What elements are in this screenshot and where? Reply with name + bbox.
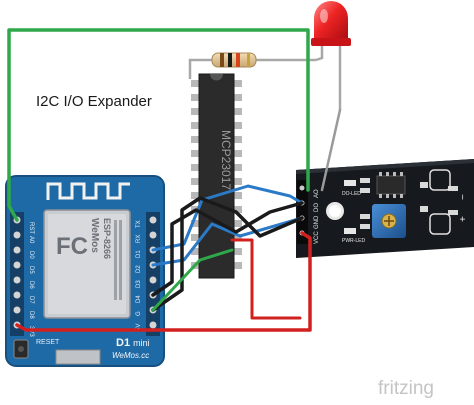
chip-pin-left — [191, 220, 199, 227]
mcp23017-chip: MCP23017 — [191, 73, 242, 279]
wire-red-chip — [230, 238, 302, 320]
wire-green-gnd — [151, 248, 234, 312]
chip-pin-left — [191, 122, 199, 129]
board-vendor: WeMos.cc — [112, 351, 149, 360]
chip-pin-right — [234, 220, 242, 227]
pin-label-d5: D5 — [28, 266, 34, 274]
wire-grey-led — [320, 108, 342, 192]
chip-pin-right — [234, 192, 242, 199]
wires — [7, 28, 342, 332]
right-pin-header — [146, 212, 160, 336]
pin-label-d1: D1 — [136, 250, 142, 258]
wire-green-led — [7, 28, 310, 222]
chip-pin-right — [234, 234, 242, 241]
edge-connector-bottom — [429, 213, 451, 235]
pwr-led-label: PWR-LED — [342, 238, 365, 244]
do-led-indicator — [344, 180, 356, 186]
pin-label-d7: D7 — [28, 296, 34, 304]
chip-pin-right — [234, 178, 242, 185]
chip-pin-left — [191, 192, 199, 199]
pin-label-d6: D6 — [28, 281, 34, 289]
sensor-pin-vcc: VCC — [314, 231, 320, 244]
sensor-pin-header — [297, 180, 308, 244]
module-model: ESP-8266 — [102, 218, 112, 259]
left-pin-header — [10, 212, 24, 336]
pin-label-rst: RST — [28, 222, 34, 234]
chip-pin-right — [234, 150, 242, 157]
pin-label-a0: A0 — [28, 236, 34, 244]
chip-pin-right — [234, 164, 242, 171]
chip-pin-right — [234, 94, 242, 101]
wire-black-1 — [151, 196, 304, 312]
pin-label-g: G — [136, 311, 142, 316]
pin-label-rx: RX — [136, 235, 142, 243]
sensor-pin-ao: AO — [314, 189, 320, 198]
pwr-led-indicator — [344, 228, 356, 234]
chip-pin-right — [234, 206, 242, 213]
pin-label-tx: TX — [136, 220, 142, 228]
smd-components — [360, 178, 458, 229]
fritzing-watermark: fritzing — [378, 378, 434, 399]
chip-pin-left — [191, 178, 199, 185]
reset-label: RESET — [36, 339, 60, 346]
chip-pin-right — [234, 80, 242, 87]
sensor-module: AO DO GND VCC DO-LED PWR-LED — [296, 159, 474, 258]
pin-label-d8: D8 — [28, 311, 34, 319]
pin-label-d4: D4 — [136, 295, 142, 303]
pin-label-d3: D3 — [136, 280, 142, 288]
chip-pin-right — [234, 108, 242, 115]
comparator-ic — [376, 175, 406, 195]
chip-pin-left — [191, 94, 199, 101]
chip-pin-left — [191, 80, 199, 87]
sensor-pin-do: DO — [314, 203, 320, 212]
pin-label-5v: 5V — [136, 324, 142, 331]
chip-pin-left — [191, 234, 199, 241]
pin-label-d0: D0 — [28, 251, 34, 259]
fcc-logo: FC — [56, 233, 88, 260]
do-led-label: DO-LED — [342, 191, 361, 197]
board-name: D1 mini — [116, 337, 150, 349]
diagram-title: I2C I/O Expander — [36, 93, 152, 110]
module-brand: WeMos — [89, 218, 100, 253]
chip-pin-left — [191, 164, 199, 171]
chip-pin-left — [191, 150, 199, 157]
pin-label-d2: D2 — [136, 265, 142, 273]
chip-pins — [191, 80, 242, 269]
chip-pin-left — [191, 248, 199, 255]
antenna-trace — [46, 182, 130, 200]
wire-black-2 — [151, 201, 304, 297]
chip-pin-left — [191, 108, 199, 115]
wire-red-power — [15, 231, 312, 332]
edge-mark-minus: − — [458, 194, 469, 200]
resistor — [188, 52, 316, 79]
wire-blue-1 — [151, 184, 304, 252]
edge-mark-plus: + — [458, 216, 469, 222]
sensor-pin-gnd: GND — [314, 215, 320, 229]
chip-pin-right — [234, 136, 242, 143]
usb-port — [55, 349, 101, 365]
chip-pin-right — [234, 248, 242, 255]
red-led — [311, 1, 351, 110]
edge-connector-top — [429, 169, 451, 191]
chip-pin-right — [234, 262, 242, 269]
chip-label: MCP23017 — [219, 130, 233, 190]
wemos-d1-mini-board: FC WeMos ESP-8266 RST A0 D0 D5 D — [5, 175, 165, 367]
chip-pin-right — [234, 122, 242, 129]
chip-pin-left — [191, 136, 199, 143]
